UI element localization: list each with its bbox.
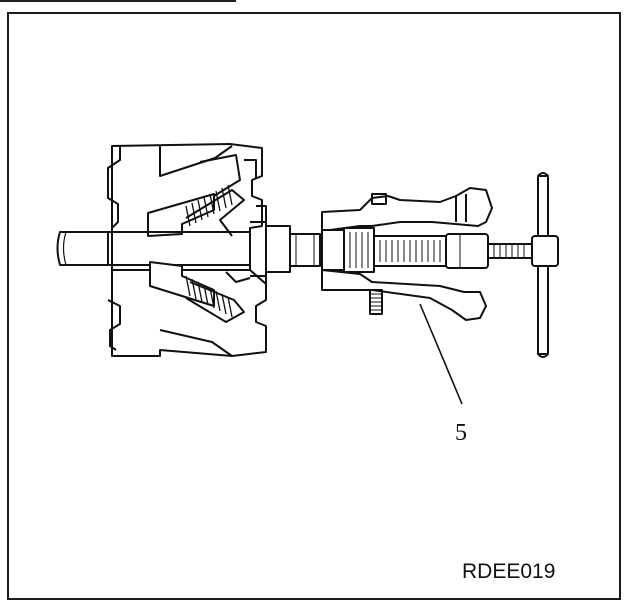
page-top-rule — [0, 0, 236, 2]
leader-line — [419, 303, 463, 405]
figure-code: RDEE019 — [462, 560, 556, 583]
figure-frame — [7, 12, 621, 600]
callout-number: 5 — [455, 420, 467, 446]
bearing-collar-illustration — [265, 225, 321, 273]
bearing-puller-tool-illustration — [321, 172, 559, 358]
rotor-assembly-illustration — [56, 143, 267, 357]
